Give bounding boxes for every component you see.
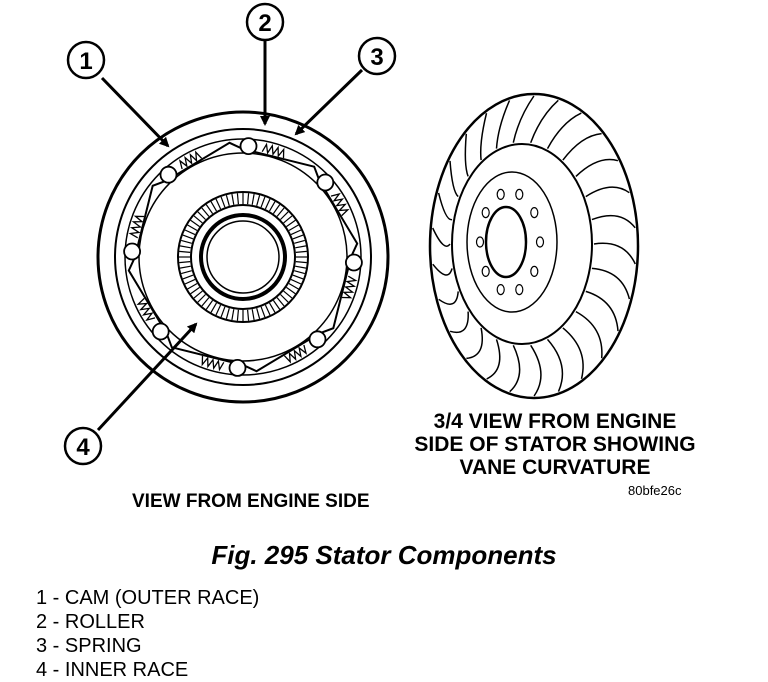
vane — [437, 192, 453, 221]
roller — [123, 242, 142, 261]
bolt-hole — [530, 265, 539, 277]
legend-item-cam: 1 - CAM (OUTER RACE) — [36, 587, 260, 609]
bolt-hole — [496, 284, 505, 296]
three-quarter-view-caption: 3/4 VIEW FROM ENGINE SIDE OF STATOR SHOW… — [380, 410, 730, 479]
vane — [530, 344, 542, 397]
legend: 1 - CAM (OUTER RACE) 2 - ROLLER 3 - SPRI… — [36, 586, 259, 682]
roller — [159, 165, 178, 184]
bolt-hole — [475, 236, 485, 248]
rollers — [123, 137, 363, 377]
vane — [486, 339, 501, 380]
legend-item-roller: 2 - ROLLER — [36, 611, 145, 633]
vane — [591, 267, 631, 300]
roller — [228, 358, 247, 377]
callout-3: 3 — [294, 36, 397, 136]
vane — [546, 112, 582, 149]
vane — [591, 214, 636, 229]
spring — [330, 192, 350, 217]
spring — [283, 344, 308, 364]
callout-2-label: 2 — [258, 10, 271, 37]
legend-item-spring: 3 - SPRING — [36, 635, 142, 657]
callout-2: 2 — [245, 2, 285, 126]
vane — [593, 242, 636, 265]
vane — [575, 310, 603, 359]
roller — [316, 173, 335, 192]
callout-1-label: 1 — [79, 48, 92, 75]
vane — [432, 263, 453, 276]
vane — [585, 186, 630, 198]
caption-line: 3/4 VIEW FROM ENGINE — [433, 410, 677, 433]
spring — [128, 215, 145, 239]
bolt-hole — [535, 236, 545, 248]
roller — [151, 322, 170, 341]
vane — [575, 158, 619, 177]
spring — [201, 355, 225, 372]
bolt-hole — [481, 265, 490, 277]
callout-3-label: 3 — [370, 44, 383, 71]
bolt-hole — [481, 207, 490, 219]
bolt-hole — [530, 207, 539, 219]
callout-4-label: 4 — [76, 434, 90, 461]
vane — [509, 344, 521, 393]
vane — [432, 227, 451, 247]
legend-item-inner-race: 4 - INNER RACE — [36, 659, 189, 681]
bolt-hole — [515, 284, 524, 296]
vane — [438, 291, 459, 305]
callout-4: 4 — [63, 322, 198, 466]
vane — [546, 338, 564, 392]
vane — [529, 99, 559, 143]
spring — [261, 142, 285, 159]
spring — [341, 275, 358, 299]
stator-front-view — [96, 110, 390, 404]
figure-title: Fig. 295 Stator Components — [211, 540, 557, 570]
inner-race — [177, 191, 309, 323]
front-view-caption: VIEW FROM ENGINE SIDE — [132, 491, 370, 512]
vane — [495, 100, 511, 149]
stator-diagram: 1 2 3 4 — [63, 2, 640, 466]
vane — [479, 113, 488, 161]
vane — [449, 311, 469, 333]
caption-line: SIDE OF STATOR SHOWING — [414, 433, 696, 456]
bolt-hole — [496, 188, 505, 200]
roller — [308, 330, 327, 349]
roller — [344, 253, 363, 272]
caption-line: VANE CURVATURE — [459, 456, 651, 479]
bolt-hole — [515, 188, 524, 200]
spring — [136, 297, 156, 322]
stator-three-quarter-view — [428, 92, 640, 400]
vane — [562, 132, 602, 161]
vane — [585, 290, 619, 332]
vane — [464, 133, 469, 177]
callout-1: 1 — [66, 40, 170, 148]
vane — [466, 327, 483, 360]
spring — [178, 150, 203, 170]
roller — [239, 137, 258, 156]
vane — [562, 327, 584, 379]
image-code: 80bfe26c — [628, 483, 682, 498]
vane — [449, 160, 459, 198]
springs — [128, 142, 358, 372]
vane — [512, 95, 535, 143]
